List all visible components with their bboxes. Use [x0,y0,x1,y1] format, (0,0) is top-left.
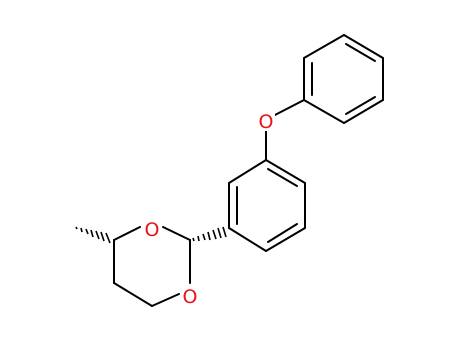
dioxane-ring [113,226,191,307]
aromatic-inner-bond [345,96,376,115]
ring-oxygen-bottom: O [180,285,199,308]
phenyl-ring [303,34,384,124]
methyl-hashed-bond [75,226,111,244]
atom-label: O [145,219,160,241]
bond [113,282,153,307]
ring-oxygen-top: O [142,218,161,241]
atom-label: O [259,111,274,133]
bond [151,293,180,307]
atom-label: O [183,286,198,308]
bond [265,159,306,184]
aromatic-inner-bond [267,168,298,187]
bond [228,227,267,252]
ether-linkage [265,99,305,161]
bond [272,99,305,117]
bond [113,226,141,241]
hashed-wedge-bond [192,226,227,242]
bond [303,99,345,124]
bond [228,159,267,184]
bond [343,99,384,124]
aromatic-inner-bond [345,43,376,62]
bond [303,34,345,59]
aromatic-inner-bond [267,223,298,243]
bond [343,34,384,59]
benzene-ring [228,159,306,252]
bond [265,227,306,252]
bond [162,226,191,241]
ether-oxygen: O [257,111,275,133]
